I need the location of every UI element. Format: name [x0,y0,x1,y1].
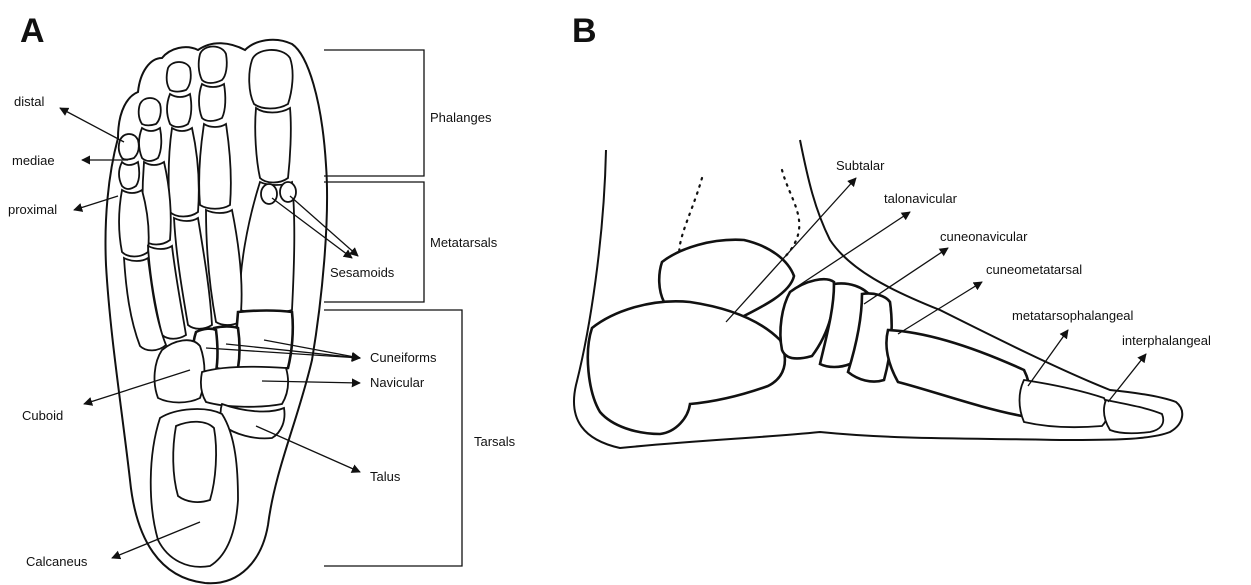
group-phalanges: Phalanges [430,110,492,125]
label-cuboid: Cuboid [22,408,63,423]
joint-cuneonavicular: cuneonavicular [940,229,1028,244]
lateral-calcaneus [588,301,785,434]
navicular-bone [201,367,288,407]
leader-cuneometatarsal [898,282,982,334]
panel-b: B Subtalar talonavicular cuneonavicular … [572,12,1211,448]
label-cuneiforms: Cuneiforms [370,350,437,365]
label-calcaneus: Calcaneus [26,554,88,569]
sesamoid-bone-1 [261,184,277,204]
leader-proximal [74,196,118,210]
joint-subtalar: Subtalar [836,158,885,173]
leader-distal [60,108,124,142]
leader-sesamoids-2 [290,196,358,256]
group-metatarsals: Metatarsals [430,235,498,250]
lateral-distal-phalanx [1104,400,1163,433]
panel-a-letter: A [20,12,45,50]
label-proximal: proximal [8,202,57,217]
bracket-tarsals [324,310,462,566]
joint-cuneometatarsal: cuneometatarsal [986,262,1082,277]
bracket-phalanges [324,50,424,176]
leader-talonavicular [792,212,910,290]
leader-metatarsophalangeal [1028,330,1068,386]
lateral-proximal-phalanx [1020,380,1108,427]
group-tarsals: Tarsals [474,434,516,449]
panel-a: A [8,12,516,583]
leader-interphalangeal [1108,354,1146,402]
leader-talus [256,426,360,472]
joint-interphalangeal: interphalangeal [1122,333,1211,348]
label-sesamoids: Sesamoids [330,265,395,280]
panel-b-letter: B [572,12,597,50]
cuboid-bone [155,340,205,402]
joint-metatarsophalangeal: metatarsophalangeal [1012,308,1134,323]
big-toe-bones [240,50,296,313]
label-navicular: Navicular [370,375,425,390]
joint-talonavicular: talonavicular [884,191,958,206]
label-distal: distal [14,94,44,109]
label-mediae: mediae [12,153,55,168]
bracket-metatarsals [324,182,424,302]
label-talus: Talus [370,469,401,484]
